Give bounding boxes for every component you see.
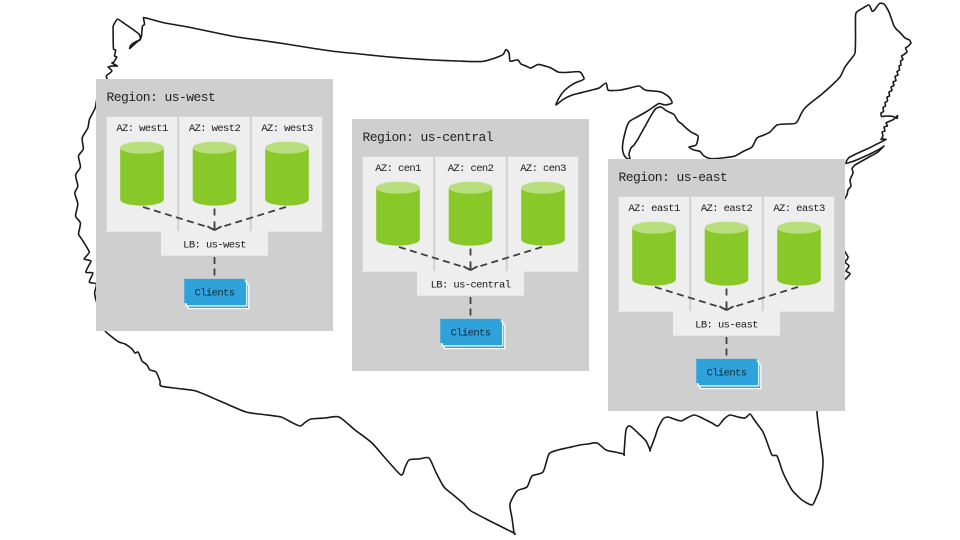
- svg-text:LB: us-central: LB: us-central: [431, 279, 511, 291]
- svg-text:AZ: cen1: AZ: cen1: [375, 163, 421, 175]
- svg-text:AZ: west2: AZ: west2: [189, 123, 241, 135]
- svg-text:AZ: cen3: AZ: cen3: [520, 163, 566, 175]
- svg-text:AZ: west1: AZ: west1: [116, 123, 168, 135]
- svg-text:Region: us-west: Region: us-west: [107, 90, 216, 105]
- svg-text:Clients: Clients: [195, 287, 235, 299]
- svg-text:LB: us-east: LB: us-east: [695, 319, 758, 331]
- svg-text:Clients: Clients: [451, 327, 491, 339]
- svg-text:AZ: east1: AZ: east1: [628, 203, 680, 215]
- svg-text:AZ: cen2: AZ: cen2: [448, 163, 494, 175]
- svg-text:Clients: Clients: [707, 367, 747, 379]
- svg-text:AZ: east3: AZ: east3: [773, 203, 825, 215]
- svg-text:AZ: east2: AZ: east2: [701, 203, 753, 215]
- svg-text:Region: us-central: Region: us-central: [363, 130, 494, 145]
- svg-text:Region: us-east: Region: us-east: [619, 170, 728, 185]
- svg-text:LB: us-west: LB: us-west: [183, 239, 246, 251]
- svg-text:AZ: west3: AZ: west3: [261, 123, 313, 135]
